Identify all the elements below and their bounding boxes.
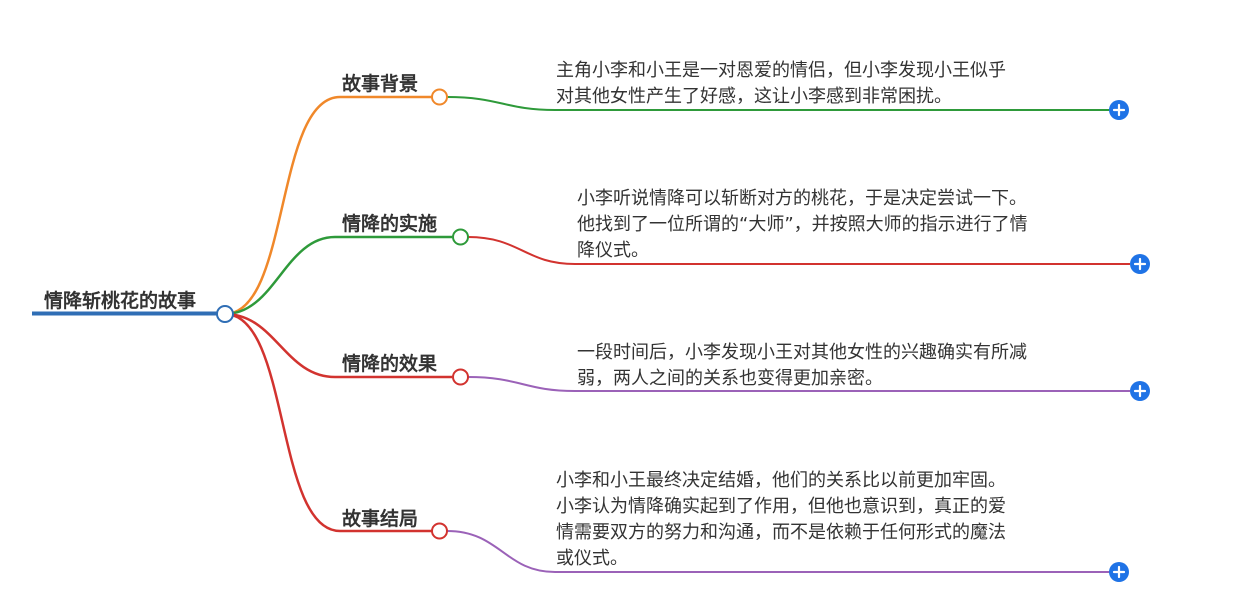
leaf-line: 主角小李和小王是一对恩爱的情侣，但小李发现小王似乎 (556, 60, 1006, 81)
leaf-text-ending[interactable]: 小李和小王最终决定结婚，他们的关系比以前更加牢固。 小李认为情降确实起到了作用，… (556, 468, 1006, 572)
leaf-line: 情需要双方的努力和沟通，而不是依赖于任何形式的魔法 (556, 522, 1006, 543)
branch-connector-effect (224, 312, 452, 379)
branch-node-ending-circle[interactable] (431, 522, 448, 540)
plus-icon (1112, 565, 1126, 579)
branch-node-implementation-circle[interactable] (452, 228, 469, 246)
plus-icon (1133, 384, 1147, 398)
leaf-line: 或仪式。 (556, 548, 628, 569)
leaf-text-background[interactable]: 主角小李和小王是一对恩爱的情侣，但小李发现小王似乎 对其他女性产生了好感，这让小… (556, 58, 1006, 110)
leaf-connector-ending (446, 530, 1110, 573)
leaf-line: 小李听说情降可以斩断对方的桃花，于是决定尝试一下。 (577, 188, 1027, 209)
leaf-line: 小李和小王最终决定结婚，他们的关系比以前更加牢固。 (556, 470, 1006, 491)
branch-topic-implementation[interactable]: 情降的实施 (342, 213, 438, 235)
branch-topic-effect[interactable]: 情降的效果 (342, 353, 438, 375)
expand-button-effect[interactable] (1130, 381, 1150, 401)
root-node-circle[interactable] (216, 305, 234, 323)
leaf-connector-effect (467, 376, 1130, 392)
expand-button-ending[interactable] (1109, 562, 1129, 582)
branch-node-background-circle[interactable] (431, 88, 448, 106)
branch-topic-ending[interactable]: 故事结局 (342, 508, 419, 530)
branch-node-effect-circle[interactable] (452, 368, 469, 386)
leaf-line: 一段时间后，小李发现小王对其他女性的兴趣确实有所减 (577, 342, 1027, 363)
branch-connector-implementation (224, 235, 452, 316)
leaf-line: 对其他女性产生了好感，这让小李感到非常困扰。 (556, 86, 952, 107)
branch-connector-ending (224, 312, 432, 533)
leaf-connector-background (446, 96, 1110, 111)
leaf-text-effect[interactable]: 一段时间后，小李发现小王对其他女性的兴趣确实有所减 弱，两人之间的关系也变得更加… (577, 340, 1027, 392)
root-topic-label[interactable]: 情降斩桃花的故事 (44, 290, 197, 312)
expand-button-background[interactable] (1109, 100, 1129, 120)
leaf-line: 弱，两人之间的关系也变得更加亲密。 (577, 368, 883, 389)
leaf-connector-implementation (467, 236, 1130, 265)
branch-connector-background (224, 95, 432, 316)
branch-topic-background[interactable]: 故事背景 (342, 73, 419, 95)
plus-icon (1133, 257, 1147, 271)
leaf-line: 他找到了一位所谓的“大师”，并按照大师的指示进行了情 (577, 214, 1028, 235)
expand-button-implementation[interactable] (1130, 254, 1150, 274)
leaf-line: 降仪式。 (577, 240, 649, 261)
leaf-text-implementation[interactable]: 小李听说情降可以斩断对方的桃花，于是决定尝试一下。 他找到了一位所谓的“大师”，… (577, 186, 1028, 264)
plus-icon (1112, 103, 1126, 117)
leaf-line: 小李认为情降确实起到了作用，但他也意识到，真正的爱 (556, 496, 1006, 517)
